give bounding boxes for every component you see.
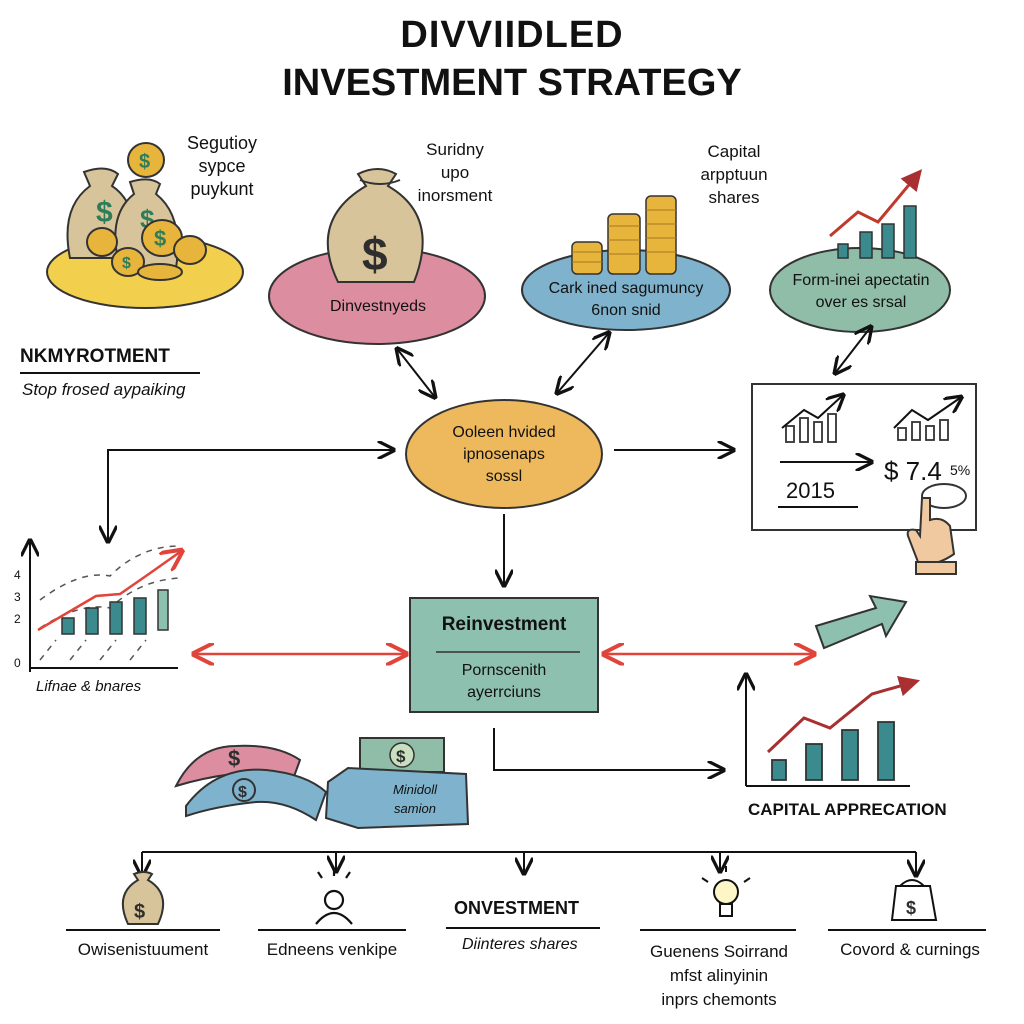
arrow-growth-board	[836, 328, 870, 372]
svg-text:$: $	[139, 151, 150, 173]
left-subheading: Stop frosed aypaiking	[22, 380, 186, 399]
left-tick: 2	[14, 612, 21, 626]
reinvestment-text: Pornscenith ayerrciuns	[410, 660, 598, 704]
svg-text:$: $	[96, 196, 113, 229]
left-heading-rule	[20, 372, 200, 374]
svg-text:$: $	[362, 228, 388, 280]
bottom-mid-sub: Diinteres shares	[462, 936, 578, 953]
pointing-hand-icon	[906, 497, 957, 575]
coins-label: Segutioy sypce puykunt	[162, 132, 282, 201]
money-label: Minidoll samion	[366, 780, 464, 818]
reinvestment-box	[409, 597, 599, 713]
stacks-oval-text: Cark ined sagumuncy 6non snid	[526, 278, 726, 322]
coin-stacks-icon	[521, 195, 731, 331]
svg-text:$: $	[228, 746, 240, 771]
money-bag-icon: $	[121, 871, 165, 925]
person-icon	[315, 868, 353, 925]
money-label-line: samion	[394, 801, 436, 816]
sack-oval-text: Dinvestnyeds	[329, 298, 427, 315]
board-year-rule	[778, 506, 858, 508]
svg-text:$: $	[396, 747, 406, 766]
svg-text:$: $	[906, 898, 916, 918]
growth-oval-line: Form-inei apectatin	[792, 272, 930, 289]
left-chart	[30, 542, 180, 672]
coins-label-line: puykunt	[190, 179, 254, 199]
center-oval-line: ipnosenaps	[463, 446, 545, 463]
title-line-2: INVESTMENT STRATEGY	[282, 62, 742, 104]
bottom-item-label-line: Guenens Soirrand	[650, 942, 788, 961]
sack-label: Suridny upo inorsment	[400, 138, 510, 207]
moneybox-icon: $	[890, 879, 938, 921]
reinvestment-text-line: Pornscenith	[461, 662, 547, 679]
bottom-item-label: Owisenistuument	[77, 940, 209, 959]
money-label-line: Minidoll	[392, 782, 438, 797]
board-value: $ 7.4	[884, 456, 942, 486]
stacks-label: Capital arpptuun shares	[674, 140, 794, 209]
center-oval-line: sossl	[485, 468, 523, 485]
arrow-sack-center	[398, 350, 434, 396]
arrow-stacks-center	[558, 334, 608, 392]
money-bills-icon: $ $ $	[174, 737, 470, 830]
board-year: 2015	[786, 478, 835, 503]
sack-label-line: Suridny	[426, 140, 484, 159]
reinvestment-text-line: ayerrciuns	[467, 684, 541, 701]
bottom-item-label-line: mfst alinyinin	[669, 966, 769, 985]
arrow-box-appreciation	[493, 728, 722, 770]
bottom-connector	[142, 851, 916, 874]
presentation-board	[751, 383, 977, 531]
sack-label-line: upo	[440, 163, 470, 182]
title-line-1: DIVVIIDLED	[400, 14, 624, 56]
left-tick: 3	[14, 590, 21, 604]
svg-text:$: $	[122, 255, 131, 272]
left-tick: 4	[14, 568, 21, 582]
stacks-oval-line: 6non snid	[591, 302, 661, 319]
left-tick: 0	[14, 656, 21, 670]
center-oval-text: Ooleen hvided ipnosenaps sossl	[420, 422, 588, 488]
stacks-label-line: Capital	[707, 142, 761, 161]
left-heading: NKMYROTMENT	[20, 346, 170, 367]
reinvestment-title: Reinvestment	[441, 614, 567, 635]
growth-chart-icon	[769, 169, 951, 333]
svg-text:$: $	[134, 901, 145, 923]
svg-text:$: $	[154, 226, 166, 251]
bottom-item-label: Covord & curnings	[840, 940, 980, 959]
stacks-label-line: arpptuun	[700, 165, 768, 184]
growth-oval-line: over es srsal	[815, 294, 907, 311]
bottom-mid-heading: ONVESTMENT	[454, 898, 580, 918]
coins-label-line: Segutioy	[186, 133, 258, 153]
lightbulb-icon	[701, 866, 751, 917]
stacks-label-line: shares	[708, 188, 760, 207]
coins-label-line: sypce	[198, 156, 246, 176]
center-oval-line: Ooleen hvided	[452, 424, 556, 441]
svg-text:$: $	[238, 784, 247, 801]
arrow-left-center	[108, 450, 392, 540]
capital-appreciation-caption: CAPITAL APPRECATION	[748, 800, 947, 819]
stacks-oval-line: Cark ined sagumuncy	[548, 280, 704, 297]
money-sack-icon: $	[268, 168, 486, 345]
bottom-item-label-line: inprs chemonts	[661, 990, 777, 1009]
growth-arrow-icon	[814, 594, 908, 650]
center-oval	[405, 399, 603, 509]
coins-pile-icon: $ $ $ $ $	[46, 142, 244, 309]
bottom-underlines	[66, 927, 986, 931]
growth-oval-text: Form-inei apectatin over es srsal	[776, 270, 946, 314]
bottom-item-label: Edneens venkipe	[266, 940, 398, 959]
capital-appreciation-chart	[746, 676, 921, 787]
bottom-item-label: Guenens Soirrand mfst alinyinin inprs ch…	[624, 940, 814, 1012]
sack-label-line: inorsment	[417, 186, 493, 205]
board-percent: 5%	[950, 462, 971, 478]
left-chart-caption: Lifnae & bnares	[36, 678, 142, 695]
